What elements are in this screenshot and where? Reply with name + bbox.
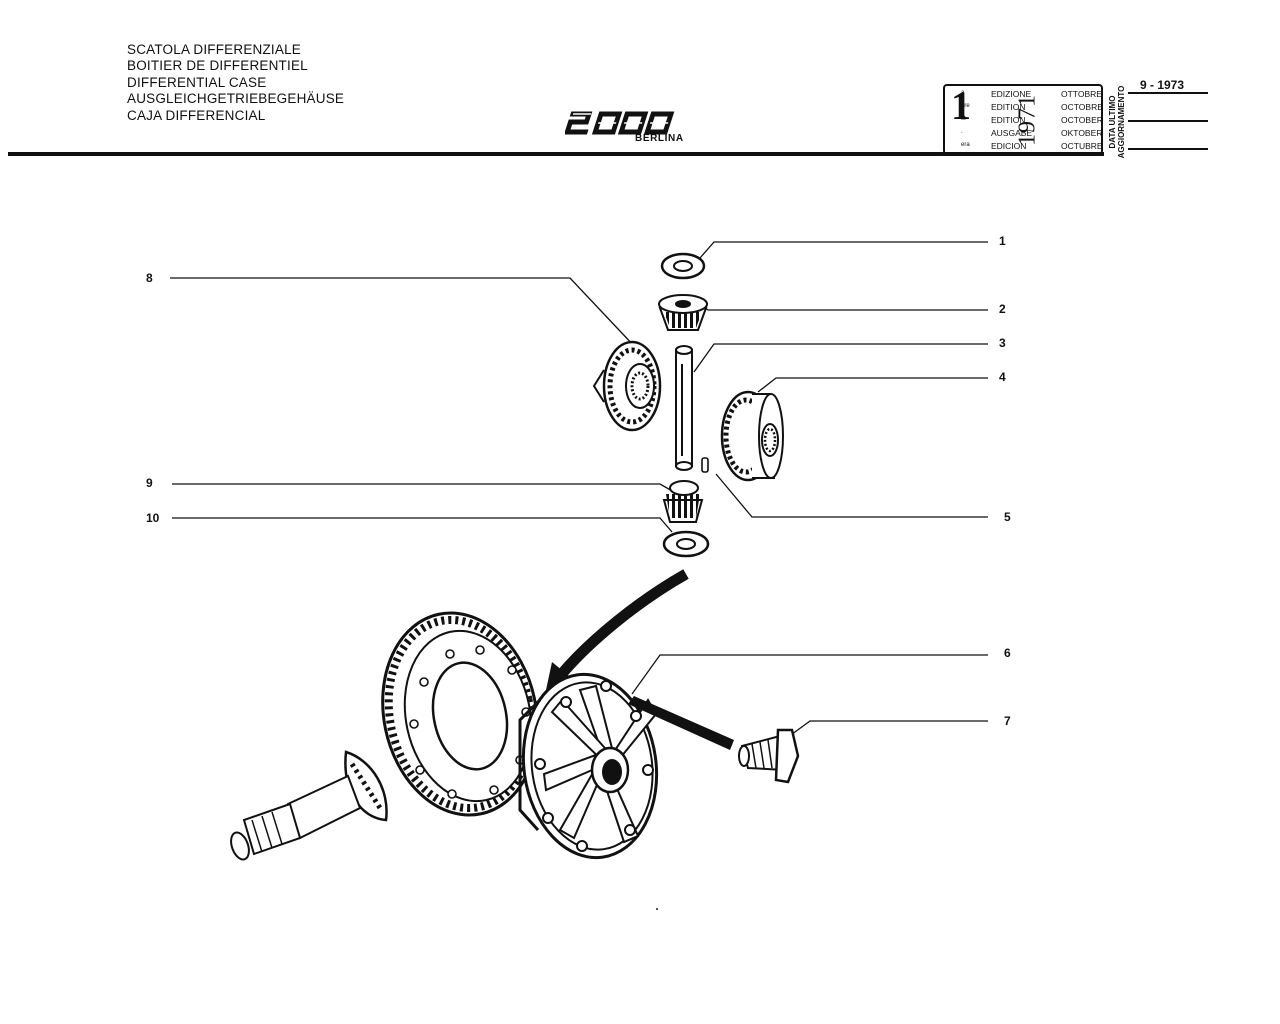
callout-4: 4 bbox=[999, 370, 1006, 384]
drive-pinion bbox=[230, 750, 388, 861]
title-spanish: CAJA DIFFERENCIAL bbox=[127, 107, 266, 123]
callout-1: 1 bbox=[999, 234, 1006, 248]
edition-month: OCTOBRE bbox=[1061, 102, 1103, 112]
edition-number: 1 bbox=[951, 83, 971, 128]
edition-word: EDICION bbox=[991, 141, 1027, 151]
title-block: SCATOLA DIFFERENZIALE BOITIER DE DIFFERE… bbox=[127, 42, 344, 124]
bolt-insert-arrow bbox=[628, 696, 734, 750]
callout-7: 7 bbox=[1004, 714, 1011, 728]
leader-5 bbox=[715, 473, 988, 518]
update-line bbox=[1128, 120, 1208, 122]
update-line bbox=[1128, 92, 1208, 94]
part-10-thrust-washer bbox=[662, 530, 710, 558]
model-variant: BERLINA bbox=[635, 133, 684, 144]
leader-6 bbox=[631, 654, 988, 695]
edition-word: EDITION bbox=[991, 115, 1026, 125]
edition-ordinal: era bbox=[961, 142, 970, 148]
ring-gear bbox=[381, 611, 539, 817]
callout-9: 9 bbox=[146, 476, 153, 490]
edition-ordinal: st bbox=[961, 116, 966, 122]
edition-word: EDITION bbox=[991, 102, 1026, 112]
part-4-side-gear bbox=[720, 390, 784, 482]
part-5-lock-pin bbox=[701, 457, 709, 473]
edition-ordinal: ère bbox=[961, 103, 970, 109]
edition-box: 1 a ère st . era EDIZIONE EDITION EDITIO… bbox=[943, 83, 1103, 155]
edition-month: OKTOBER bbox=[1061, 128, 1103, 138]
leader-4 bbox=[757, 377, 988, 393]
part-3-pinion-shaft bbox=[675, 345, 693, 471]
edition-month: OCTOBER bbox=[1061, 115, 1103, 125]
callout-3: 3 bbox=[999, 336, 1006, 350]
leader-9 bbox=[172, 483, 675, 493]
callout-2: 2 bbox=[999, 302, 1006, 316]
edition-month: OTTOBRE bbox=[1061, 89, 1102, 99]
leader-1 bbox=[699, 241, 988, 259]
assembly-arrow bbox=[546, 569, 689, 690]
title-german: AUSGLEICHGETRIEBEGEHÄUSE bbox=[127, 91, 345, 107]
callout-10: 10 bbox=[146, 511, 160, 525]
edition-month: OCTUBRE bbox=[1061, 141, 1103, 151]
scan-speck bbox=[656, 908, 658, 910]
leader-8 bbox=[170, 277, 637, 349]
leader-3 bbox=[693, 343, 988, 373]
part-9-pinion-gear bbox=[662, 480, 704, 523]
leader-2 bbox=[699, 303, 988, 311]
update-date: 9 - 1973 bbox=[1140, 78, 1185, 92]
callout-5: 5 bbox=[1004, 510, 1011, 524]
edition-word: AUSGABE bbox=[991, 128, 1033, 138]
header-rule bbox=[8, 152, 1104, 156]
part-1-thrust-washer bbox=[660, 252, 706, 280]
title-english: DIFFERENTIAL CASE bbox=[127, 74, 267, 90]
edition-word: EDIZIONE bbox=[991, 89, 1032, 99]
callout-6: 6 bbox=[1004, 646, 1011, 660]
part-2-pinion-gear bbox=[658, 294, 708, 331]
edition-ordinal: . bbox=[961, 129, 963, 135]
leader-10 bbox=[172, 517, 673, 533]
title-italian: SCATOLA DIFFERENZIALE bbox=[127, 42, 301, 57]
callout-8: 8 bbox=[146, 271, 153, 285]
part-7-bolt bbox=[738, 728, 800, 784]
update-line bbox=[1128, 148, 1208, 150]
leader-7 bbox=[783, 720, 988, 741]
title-french: BOITIER DE DIFFERENTIEL bbox=[127, 58, 308, 74]
part-8-side-gear bbox=[592, 340, 662, 432]
edition-ordinal: a bbox=[961, 90, 965, 96]
part-6-differential-case bbox=[518, 672, 659, 860]
model-logo bbox=[565, 111, 675, 135]
